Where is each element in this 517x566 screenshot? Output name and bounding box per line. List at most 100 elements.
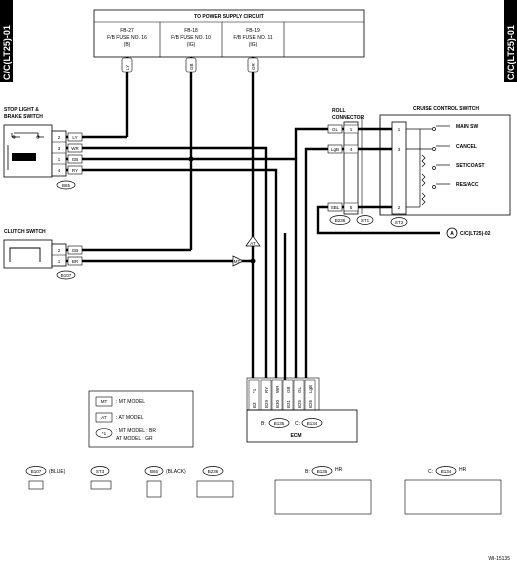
fuse-2-id: FB-18 (184, 28, 198, 34)
ecm-conn-c: B134 (307, 421, 318, 426)
cruise-pin-1: 1 (398, 127, 401, 132)
stop-wire-tags: LY WR GB RY (67, 132, 83, 175)
cruise-pin-3: 2 (398, 205, 401, 210)
cruise-connector-tag: ST3 (395, 220, 404, 225)
clutch-wire-gb: GB (72, 248, 79, 253)
ground-ref-text: C/C(LT25)-02 (460, 231, 491, 237)
clutch-switch: CLUTCH SWITCH 2 1 B107 (3, 229, 76, 280)
ecm-wire-5: GL (297, 386, 302, 393)
ecm-pin-4: B31 (286, 399, 291, 408)
document-id: WI-15135 (488, 556, 510, 562)
cruise-pin-2: 3 (398, 147, 401, 152)
bc-b65: B65 (150, 469, 159, 474)
stop-wire-ry: RY (72, 168, 78, 173)
roll-connector-b: B236 (335, 218, 346, 223)
page-ref-left: C/C(LT25)-01 (0, 0, 13, 82)
ecm-wire-1: *1 (252, 388, 257, 393)
ecm-conn-b: B135 (274, 421, 285, 426)
clutch-pin-1: 2 (58, 248, 61, 253)
legend-at-sym: AT (101, 415, 107, 420)
legend-at-text: : AT MODEL (116, 415, 144, 421)
roll-title-1: ROLL (332, 108, 346, 114)
mt-at-junction: AT MT (232, 235, 261, 380)
clutch-wire-br: BR (72, 259, 79, 264)
ecm-pin-3: B30 (275, 399, 280, 408)
fuse-2-type: (IG) (187, 42, 196, 48)
fuse-3-name: F/B FUSE NO. 11 (233, 35, 273, 41)
stop-wire-ly: LY (72, 135, 77, 140)
stop-pin-2: 3 (58, 146, 61, 151)
switch-cancel: CANCEL (456, 144, 477, 150)
bc-b134-prefix: C: (428, 469, 433, 475)
legend-mt-sym: MT (101, 399, 108, 404)
page-ref-right: C/C(LT25)-01 (504, 0, 517, 82)
fuse-3-type: (IG) (249, 42, 258, 48)
ecm-label: ECM (290, 433, 301, 439)
ecm-b-prefix: B: (261, 421, 266, 427)
stop-pin-3: 1 (58, 157, 61, 162)
page-ref-right-text: C/C(LT25)-01 (506, 25, 516, 80)
ecm-pin-1: B3 (252, 402, 257, 408)
switch-set-coast: SET/COAST (456, 163, 485, 169)
stop-pin-4: 4 (58, 168, 61, 173)
fuse-1-type: (B) (124, 42, 131, 48)
ground-reference: A C/C(LT25)-02 (446, 227, 491, 239)
ecm-pin-2: B29 (264, 399, 269, 408)
clutch-wire-tags: GB BR (67, 245, 83, 266)
bc-b135: B135 (317, 469, 328, 474)
stop-light-switch: STOP LIGHT & BRAKE SWITCH 2 3 1 4 B65 (3, 107, 76, 190)
clutch-pin-2: 1 (58, 259, 61, 264)
roll-wire-tags: GL LgB SBL (327, 124, 343, 212)
roll-pin-2: 4 (350, 147, 353, 152)
fuse-1-name: F/B FUSE NO. 16 (107, 35, 147, 41)
power-supply-block: TO POWER SUPPLY CIRCUIT FB-27 F/B FUSE N… (93, 9, 365, 58)
power-title: TO POWER SUPPLY CIRCUIT (194, 14, 264, 20)
bottom-connectors: B107 (BLUE) ST3 B65 (BLACK) B236 B: B135… (25, 466, 502, 515)
legend-mt-text: : MT MODEL (116, 399, 145, 405)
fuse-2-name: F/B FUSE NO. 10 (171, 35, 211, 41)
stop-light-title-1: STOP LIGHT & (4, 107, 39, 113)
wire-tag-gr: GR (251, 62, 256, 70)
cruise-title: CRUISE CONTROL SWITCH (413, 106, 479, 112)
bc-st3: ST3 (96, 469, 105, 474)
stop-light-title-2: BRAKE SWITCH (4, 114, 43, 120)
roll-title-2: CONNECTOR (332, 115, 365, 121)
fuse-3-id: FB-19 (246, 28, 260, 34)
legend-note-text: : MT MODEL : BR (116, 428, 156, 434)
bc-b135-prefix: B: (305, 469, 310, 475)
wire-tag-ly: LY (125, 65, 130, 70)
legend-note-sym: *1 (102, 431, 107, 436)
fuse-1-id: FB-27 (120, 28, 134, 34)
ground-ref-letter: A (450, 231, 454, 237)
bc-b236: B236 (208, 469, 219, 474)
power-wire-tags: LY GB GR (121, 57, 259, 73)
roll-wire-gl: GL (332, 127, 339, 132)
switch-main: MAIN SW (456, 124, 479, 130)
roll-pin-1: 1 (350, 127, 353, 132)
junction-at: AT (250, 241, 256, 246)
roll-connector-st: ST1 (361, 218, 370, 223)
bc-b135-suffix: HR (335, 467, 343, 473)
legend: MT : MT MODEL AT : AT MODEL *1 : MT MODE… (88, 390, 194, 448)
ecm-wire-4: GB (286, 386, 291, 393)
stop-pin-1: 2 (58, 135, 61, 140)
roll-pin-3: 5 (350, 205, 353, 210)
ecm-pin-6: B26 (308, 399, 313, 408)
stop-light-wires (66, 135, 298, 380)
bc-b107-suffix: (BLUE) (49, 469, 66, 475)
stop-connector-tag: B65 (62, 183, 71, 188)
clutch-wires (66, 248, 253, 263)
legend-note-text-2: AT MODEL : GR (116, 436, 153, 442)
bc-b107: B107 (31, 469, 42, 474)
ecm-block: *1 RY WR GB GL LgB B3 B29 B30 B31 B25 B2… (246, 377, 358, 443)
clutch-title: CLUTCH SWITCH (4, 229, 46, 235)
roll-wire-lgb: LgB (331, 147, 339, 152)
bc-b134-suffix: HR (459, 467, 467, 473)
ecm-c-prefix: C: (295, 421, 300, 427)
power-wires (125, 57, 255, 250)
junction-mt: MT (234, 259, 241, 264)
clutch-connector-tag: B107 (61, 273, 72, 278)
junction-dot-gb (188, 156, 194, 162)
